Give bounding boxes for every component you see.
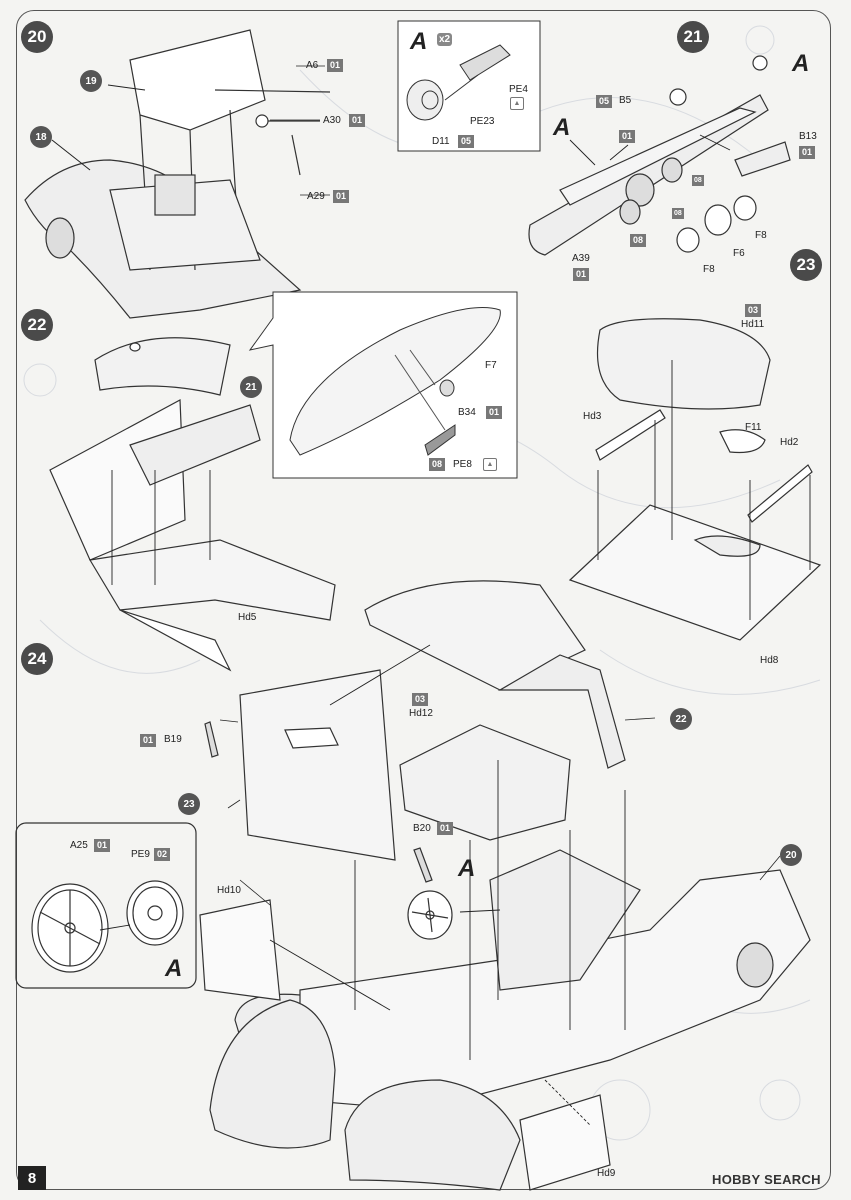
- part-Hd3: Hd3: [583, 411, 602, 422]
- sprue-A30: 01: [349, 114, 366, 127]
- part-F8-lower: F8: [703, 264, 715, 275]
- sprue-step21-08a: 08: [692, 175, 704, 186]
- part-D11: D11: [432, 136, 450, 147]
- part-B20: B20: [413, 823, 431, 834]
- part-F8-upper: F8: [755, 230, 767, 241]
- steering-wheel-detail: [15, 822, 197, 989]
- part-A6: A6: [306, 60, 319, 71]
- callout-A-step21-right: A: [792, 50, 810, 77]
- sprue-Hd11: 03: [745, 304, 762, 317]
- part-PE9: PE9: [131, 849, 150, 860]
- part-Hd11: Hd11: [741, 319, 765, 330]
- step24-drawing: [199, 580, 811, 1191]
- callout-A-step24: A: [458, 855, 476, 882]
- ref-step-19: 19: [80, 70, 102, 92]
- part-PE8: PE8: [453, 459, 472, 470]
- sprue-Hd12: 03: [412, 693, 429, 706]
- page-number: 8: [18, 1166, 46, 1190]
- part-Hd8: Hd8: [760, 655, 779, 666]
- part-B5: B5: [619, 95, 632, 106]
- step23-drawing: [568, 318, 822, 641]
- part-A39: A39: [572, 253, 590, 264]
- step-23-number: 23: [790, 249, 822, 281]
- sprue-step21-08b: 08: [672, 208, 684, 219]
- sprue-step21-08c: 08: [630, 234, 647, 247]
- inset-box-22: [248, 291, 518, 479]
- part-F11: F11: [745, 422, 762, 433]
- step22-drawing: [49, 337, 336, 672]
- part-F7: F7: [485, 360, 497, 371]
- sprue-PE8: 08: [429, 458, 446, 471]
- part-Hd2: Hd2: [780, 437, 799, 448]
- part-B34: B34: [458, 407, 476, 418]
- sprue-B5: 05: [596, 95, 613, 108]
- sprue-A6: 01: [327, 59, 344, 72]
- callout-A-wheel-detail: A: [165, 955, 183, 982]
- part-A29: A29: [307, 191, 325, 202]
- callout-A-box: A: [410, 28, 428, 55]
- ref-step-18: 18: [30, 126, 52, 148]
- ref-step-22: 22: [670, 708, 692, 730]
- sprue-B20: 01: [437, 822, 454, 835]
- sprue-A29: 01: [333, 190, 350, 203]
- sprue-D11: 05: [458, 135, 475, 148]
- part-PE23: PE23: [470, 116, 495, 127]
- step-21-number: 21: [677, 21, 709, 53]
- sprue-A25: 01: [94, 839, 111, 852]
- part-Hd12: Hd12: [409, 708, 433, 719]
- step20-drawing: [24, 29, 331, 319]
- callout-A-step21-left: A: [553, 114, 571, 141]
- quantity-x2-badge: x2: [437, 33, 453, 46]
- part-Hd9: Hd9: [597, 1168, 616, 1179]
- watermark-text: HOBBY SEARCH: [712, 1172, 821, 1187]
- step-22-number: 22: [21, 309, 53, 341]
- page-frame: [16, 10, 831, 1190]
- step21-drawing: [528, 55, 791, 256]
- etched-part-icon-PE4: ▲: [510, 97, 524, 110]
- sprue-B34: 01: [486, 406, 503, 419]
- step-20-number: 20: [21, 21, 53, 53]
- ref-step-23: 23: [178, 793, 200, 815]
- part-A30: A30: [323, 115, 341, 126]
- sprue-PE9: 02: [154, 848, 171, 861]
- ref-step-21: 21: [240, 376, 262, 398]
- etched-part-icon-PE8: ▲: [483, 458, 497, 471]
- part-F6: F6: [733, 248, 745, 259]
- part-A25: A25: [70, 840, 88, 851]
- part-Hd5: Hd5: [238, 612, 257, 623]
- step-24-number: 24: [21, 643, 53, 675]
- part-PE4: PE4: [509, 84, 528, 95]
- part-B13: B13: [799, 131, 817, 142]
- sprue-A39: 01: [573, 268, 590, 281]
- sprue-B13: 01: [799, 146, 816, 159]
- sprue-B19: 01: [140, 734, 157, 747]
- sprue-step21-01: 01: [619, 130, 636, 143]
- callout-box-A: [397, 20, 541, 152]
- ref-step-20: 20: [780, 844, 802, 866]
- part-B19: B19: [164, 734, 182, 745]
- part-Hd10: Hd10: [217, 885, 241, 896]
